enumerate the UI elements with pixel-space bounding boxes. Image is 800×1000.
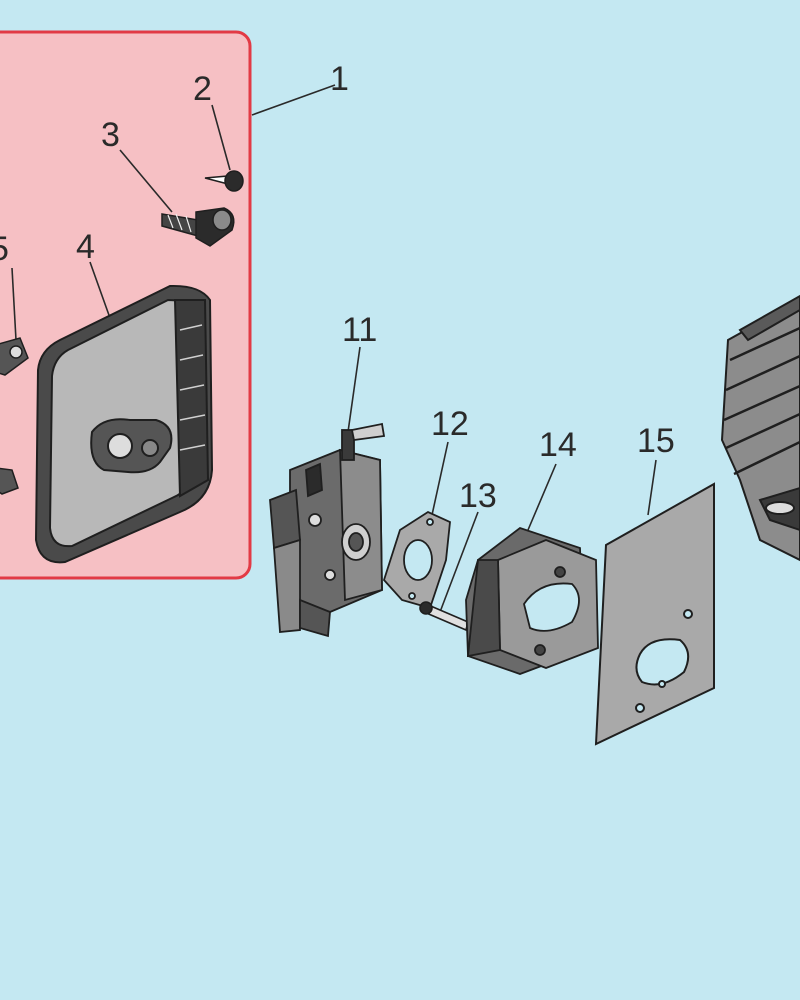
cylinder-part: [720, 294, 800, 562]
leader-line-13: [439, 511, 479, 613]
callout-1: 1: [330, 60, 349, 98]
leader-line-14: [527, 463, 557, 531]
part-13-stud: [419, 601, 469, 632]
callout-12: 12: [431, 405, 469, 443]
leader-line-4: [89, 261, 111, 319]
part-11-carburetor: [269, 422, 386, 638]
leader-line-15: [647, 459, 657, 516]
leader-line-11: [347, 346, 361, 433]
part-4-filter-cover: [34, 284, 214, 564]
callout-14: 14: [539, 426, 577, 464]
callout-3: 3: [101, 116, 120, 154]
callout-5: 5: [0, 232, 9, 266]
leader-line-2: [211, 104, 231, 171]
callout-11: 11: [342, 311, 378, 349]
leader-line-12: [431, 441, 449, 516]
part-5-clip: [0, 337, 29, 495]
leader-line-5: [11, 267, 17, 341]
leader-line-1: [251, 84, 336, 116]
part-15-plate-gasket: [594, 482, 715, 746]
callout-15: 15: [637, 422, 675, 460]
callout-2: 2: [193, 70, 212, 108]
callout-13: 13: [459, 477, 497, 515]
leader-line-3: [119, 149, 173, 213]
part-3-knob: [161, 207, 235, 247]
part-14-insulator: [465, 526, 599, 675]
callout-4: 4: [76, 228, 95, 266]
part-2-screw: [204, 170, 244, 192]
leader-lines: [11, 84, 657, 613]
part-12-gasket: [382, 510, 451, 610]
